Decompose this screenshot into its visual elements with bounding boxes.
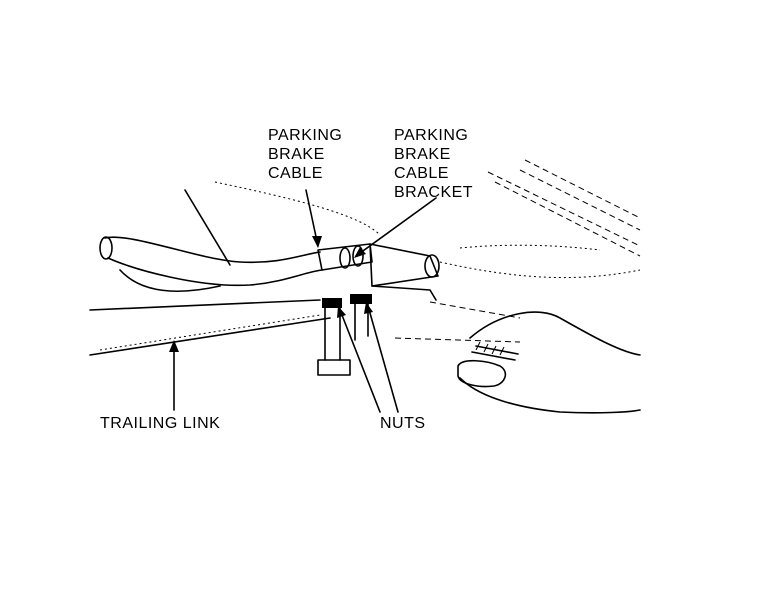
hand-thumb	[457, 359, 507, 388]
nuts-leader-arrowhead-left	[337, 306, 346, 318]
cable-leader-arrowhead	[312, 236, 322, 248]
label-line: BRACKET	[394, 184, 474, 201]
wrench-handle	[471, 351, 516, 361]
trailing-link-label: TRAILING LINK	[100, 415, 221, 432]
label-line: PARKING	[394, 127, 469, 144]
bracket-leader-line	[355, 197, 437, 257]
nuts-label: NUTS	[380, 415, 426, 432]
trailing-link-bar-edge	[89, 299, 321, 311]
hand-lower-outline	[459, 377, 641, 414]
frame-edge-line	[494, 181, 641, 257]
parking-brake-cable-bracket-label: PARKING BRAKE CABLE BRACKET	[394, 126, 473, 202]
mounting-post-base	[317, 359, 351, 376]
parking-brake-cable-label: PARKING BRAKE CABLE	[268, 126, 342, 183]
frame-edge-line	[519, 169, 641, 231]
label-line: BRAKE	[394, 146, 451, 163]
parking-brake-cable-bracket	[369, 243, 439, 287]
frame-edge-line	[524, 159, 641, 219]
cable-end-fitting	[99, 236, 113, 260]
cable-sleeve-ring	[352, 245, 364, 267]
floor-edge-line	[429, 301, 521, 319]
floor-edge-line	[394, 337, 521, 343]
cable-shadow-line	[119, 269, 221, 292]
hand-upper-outline	[469, 311, 641, 356]
wrench-handle-edge	[475, 345, 519, 355]
label-line: CABLE	[268, 165, 323, 182]
frame-edge-line	[487, 171, 641, 247]
label-line: PARKING	[268, 127, 343, 144]
trailing-link-bar-edge	[89, 317, 331, 356]
body-outline-line	[214, 181, 381, 236]
parking-brake-cable-lower	[107, 257, 323, 287]
bracket-lower-edge	[371, 285, 437, 301]
cable-sleeve	[317, 243, 373, 271]
cable-sleeve-ring	[339, 247, 351, 269]
parking-brake-cable-upper	[104, 236, 321, 264]
nuts-leader-line-right	[367, 305, 399, 413]
trailing-link-leader-arrowhead	[169, 340, 179, 352]
body-outline-line	[459, 244, 601, 251]
trailing-link-shading	[99, 314, 321, 351]
label-line: CABLE	[394, 165, 449, 182]
body-panel-line	[184, 189, 231, 266]
wrench-knurl	[475, 341, 505, 356]
nut-right	[350, 294, 372, 304]
bracket-bolt-head	[424, 254, 440, 278]
bracket-leader-arrowhead	[354, 247, 366, 258]
nut-left	[322, 298, 342, 308]
body-outline-line	[439, 261, 641, 279]
nuts-leader-line-left	[339, 309, 381, 413]
nuts-leader-arrowhead-right	[364, 302, 373, 314]
label-line: BRAKE	[268, 146, 325, 163]
